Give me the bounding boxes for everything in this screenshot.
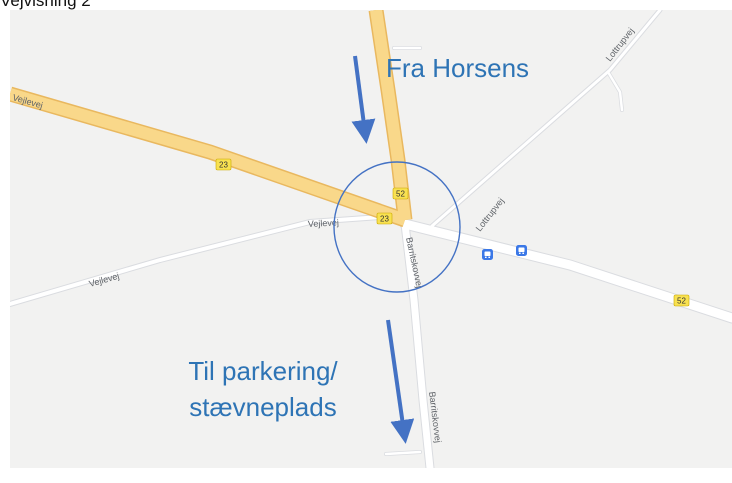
to-parking-label-line2: stævneplads: [189, 392, 337, 422]
route-shield-52-north: 52: [392, 187, 409, 200]
road-lottrupvej-spur: [606, 70, 624, 112]
road-label-vejlevej-center: Vejlevej: [308, 217, 340, 229]
intersection-highlight-circle: [333, 161, 461, 293]
bus-stop-icon[interactable]: [482, 249, 493, 260]
arrow-down-icon: [386, 319, 415, 444]
bus-stop-icon[interactable]: [516, 245, 527, 256]
map-canvas[interactable]: Vejlevej Vejlevej Vejlevej Lottrupvej Lo…: [10, 10, 732, 468]
route-shield-23-center: 23: [376, 212, 393, 225]
arrow-down-icon: [351, 55, 376, 144]
route-shield-23-west: 23: [215, 158, 232, 171]
road-vejlevej-minor: [10, 214, 397, 306]
map-view[interactable]: Vejlevej Vejlevej Vejlevej Lottrupvej Lo…: [10, 10, 732, 468]
svg-text:52: 52: [396, 190, 405, 199]
svg-text:52: 52: [677, 297, 686, 306]
road-stub-south: [384, 450, 422, 456]
route-shield-52-east: 52: [673, 294, 690, 307]
from-horsens-label: Fra Horsens: [386, 53, 530, 83]
to-parking-label: Til parkering/ stævneplads: [166, 353, 360, 425]
svg-text:23: 23: [219, 161, 228, 170]
map-background: [10, 10, 732, 468]
road-barritskovvej: [401, 220, 434, 468]
road-lottrupvej: [430, 10, 662, 228]
page-heading: Vejvisning 2: [0, 0, 91, 10]
svg-text:23: 23: [380, 215, 389, 224]
to-parking-label-line1: Til parkering/: [188, 356, 338, 386]
